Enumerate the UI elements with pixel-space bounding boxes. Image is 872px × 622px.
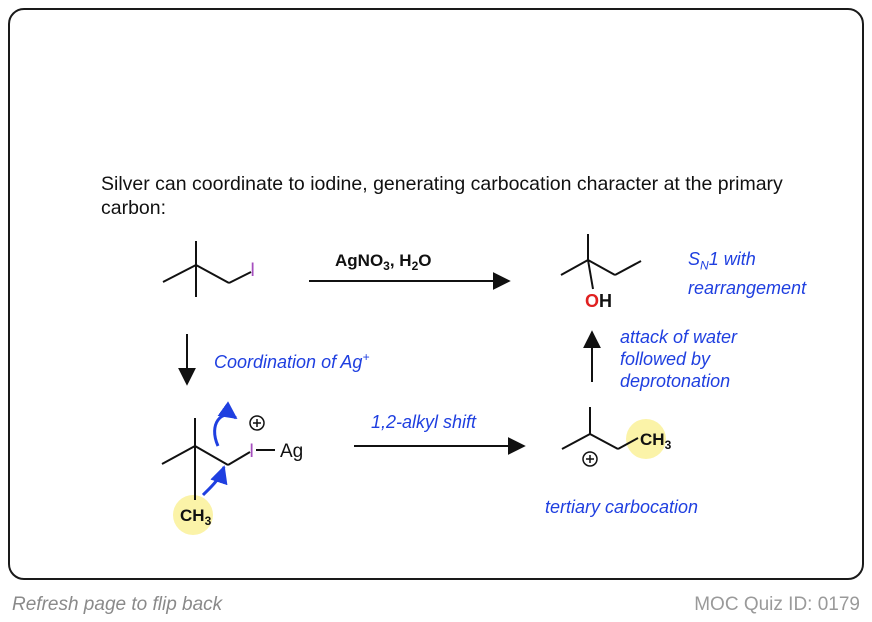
quiz-id: MOC Quiz ID: 0179 bbox=[694, 594, 860, 615]
carbocation-charge-icon bbox=[582, 451, 598, 467]
right-methyl-label: CH3 bbox=[640, 430, 672, 452]
reagents-label: AgNO3, H2O bbox=[335, 251, 432, 273]
curved-arrow-shift-icon bbox=[201, 465, 228, 497]
tertiary-carbocation bbox=[561, 407, 639, 450]
tertiary-note: tertiary carbocation bbox=[545, 497, 699, 517]
product-alcohol bbox=[560, 234, 642, 290]
alkyl-shift-note: 1,2-alkyl shift bbox=[371, 412, 477, 432]
silver-complex bbox=[161, 418, 275, 500]
intro-text: Silver can coordinate to iodine, generat… bbox=[101, 173, 783, 219]
refresh-link[interactable]: Refresh page to flip back bbox=[12, 594, 223, 615]
oxonium-charge-icon bbox=[249, 415, 265, 431]
methyl-highlight-left bbox=[173, 495, 213, 535]
curved-arrow-ag-icon bbox=[213, 401, 238, 447]
quiz-card bbox=[8, 8, 864, 580]
complex-iodine-label: I bbox=[249, 441, 254, 462]
silver-label: Ag bbox=[280, 441, 303, 462]
iodine-label: I bbox=[250, 260, 255, 281]
left-methyl-label: CH3 bbox=[180, 506, 212, 528]
hydroxyl-label: OH bbox=[585, 291, 612, 311]
neopentyl-iodide bbox=[162, 241, 252, 297]
methyl-highlight-right bbox=[626, 419, 666, 459]
coordination-note: Coordination of Ag+ bbox=[214, 350, 370, 372]
